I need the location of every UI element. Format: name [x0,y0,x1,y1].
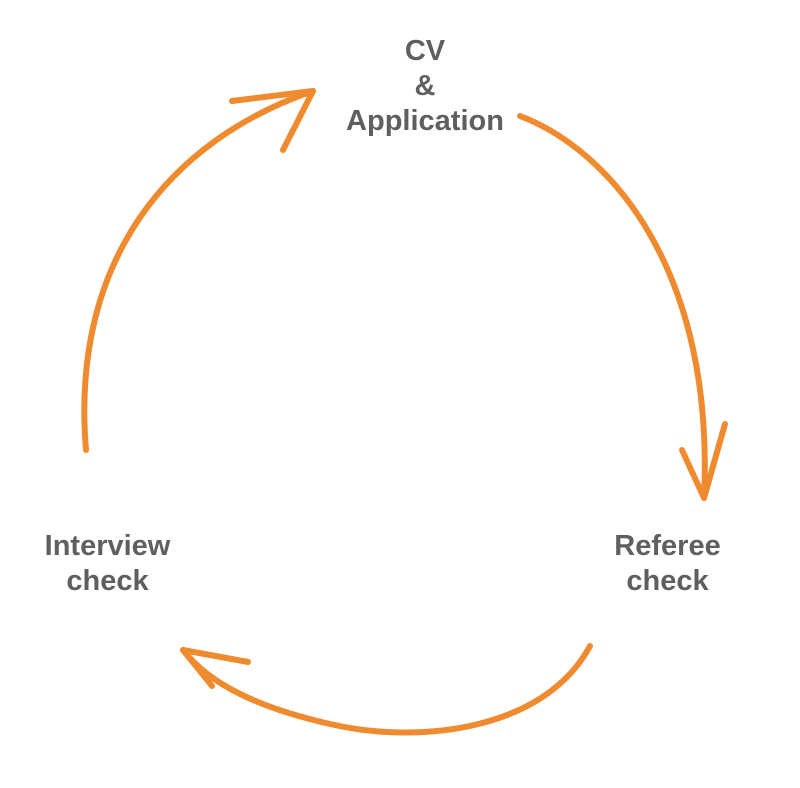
arrow-interview-to-application-head [229,88,316,153]
node-cv-application-line-3: Application [346,105,504,137]
node-cv-application-line-2: & [414,70,436,102]
arrow-referee-to-interview-head [180,647,251,689]
arrow-referee-to-interview-shaft [180,643,593,736]
arrow-application-to-referee-shaft [517,113,708,501]
node-referee-check-line-2: check [626,565,709,597]
arrow-application-to-referee [517,113,728,501]
node-cv-application: CV & Application [320,34,530,139]
node-cv-application-line-1: CV [404,35,446,67]
arrow-referee-to-interview [180,643,593,736]
arrow-interview-to-application [81,88,316,453]
node-referee-check: Referee check [585,529,750,599]
node-interview-check: Interview check [25,529,190,599]
node-interview-check-line-1: Interview [44,530,171,562]
node-interview-check-line-2: check [66,565,149,597]
arrow-interview-to-application-shaft [81,88,316,453]
arrow-application-to-referee-head [679,421,728,501]
node-referee-check-line-1: Referee [614,530,721,562]
